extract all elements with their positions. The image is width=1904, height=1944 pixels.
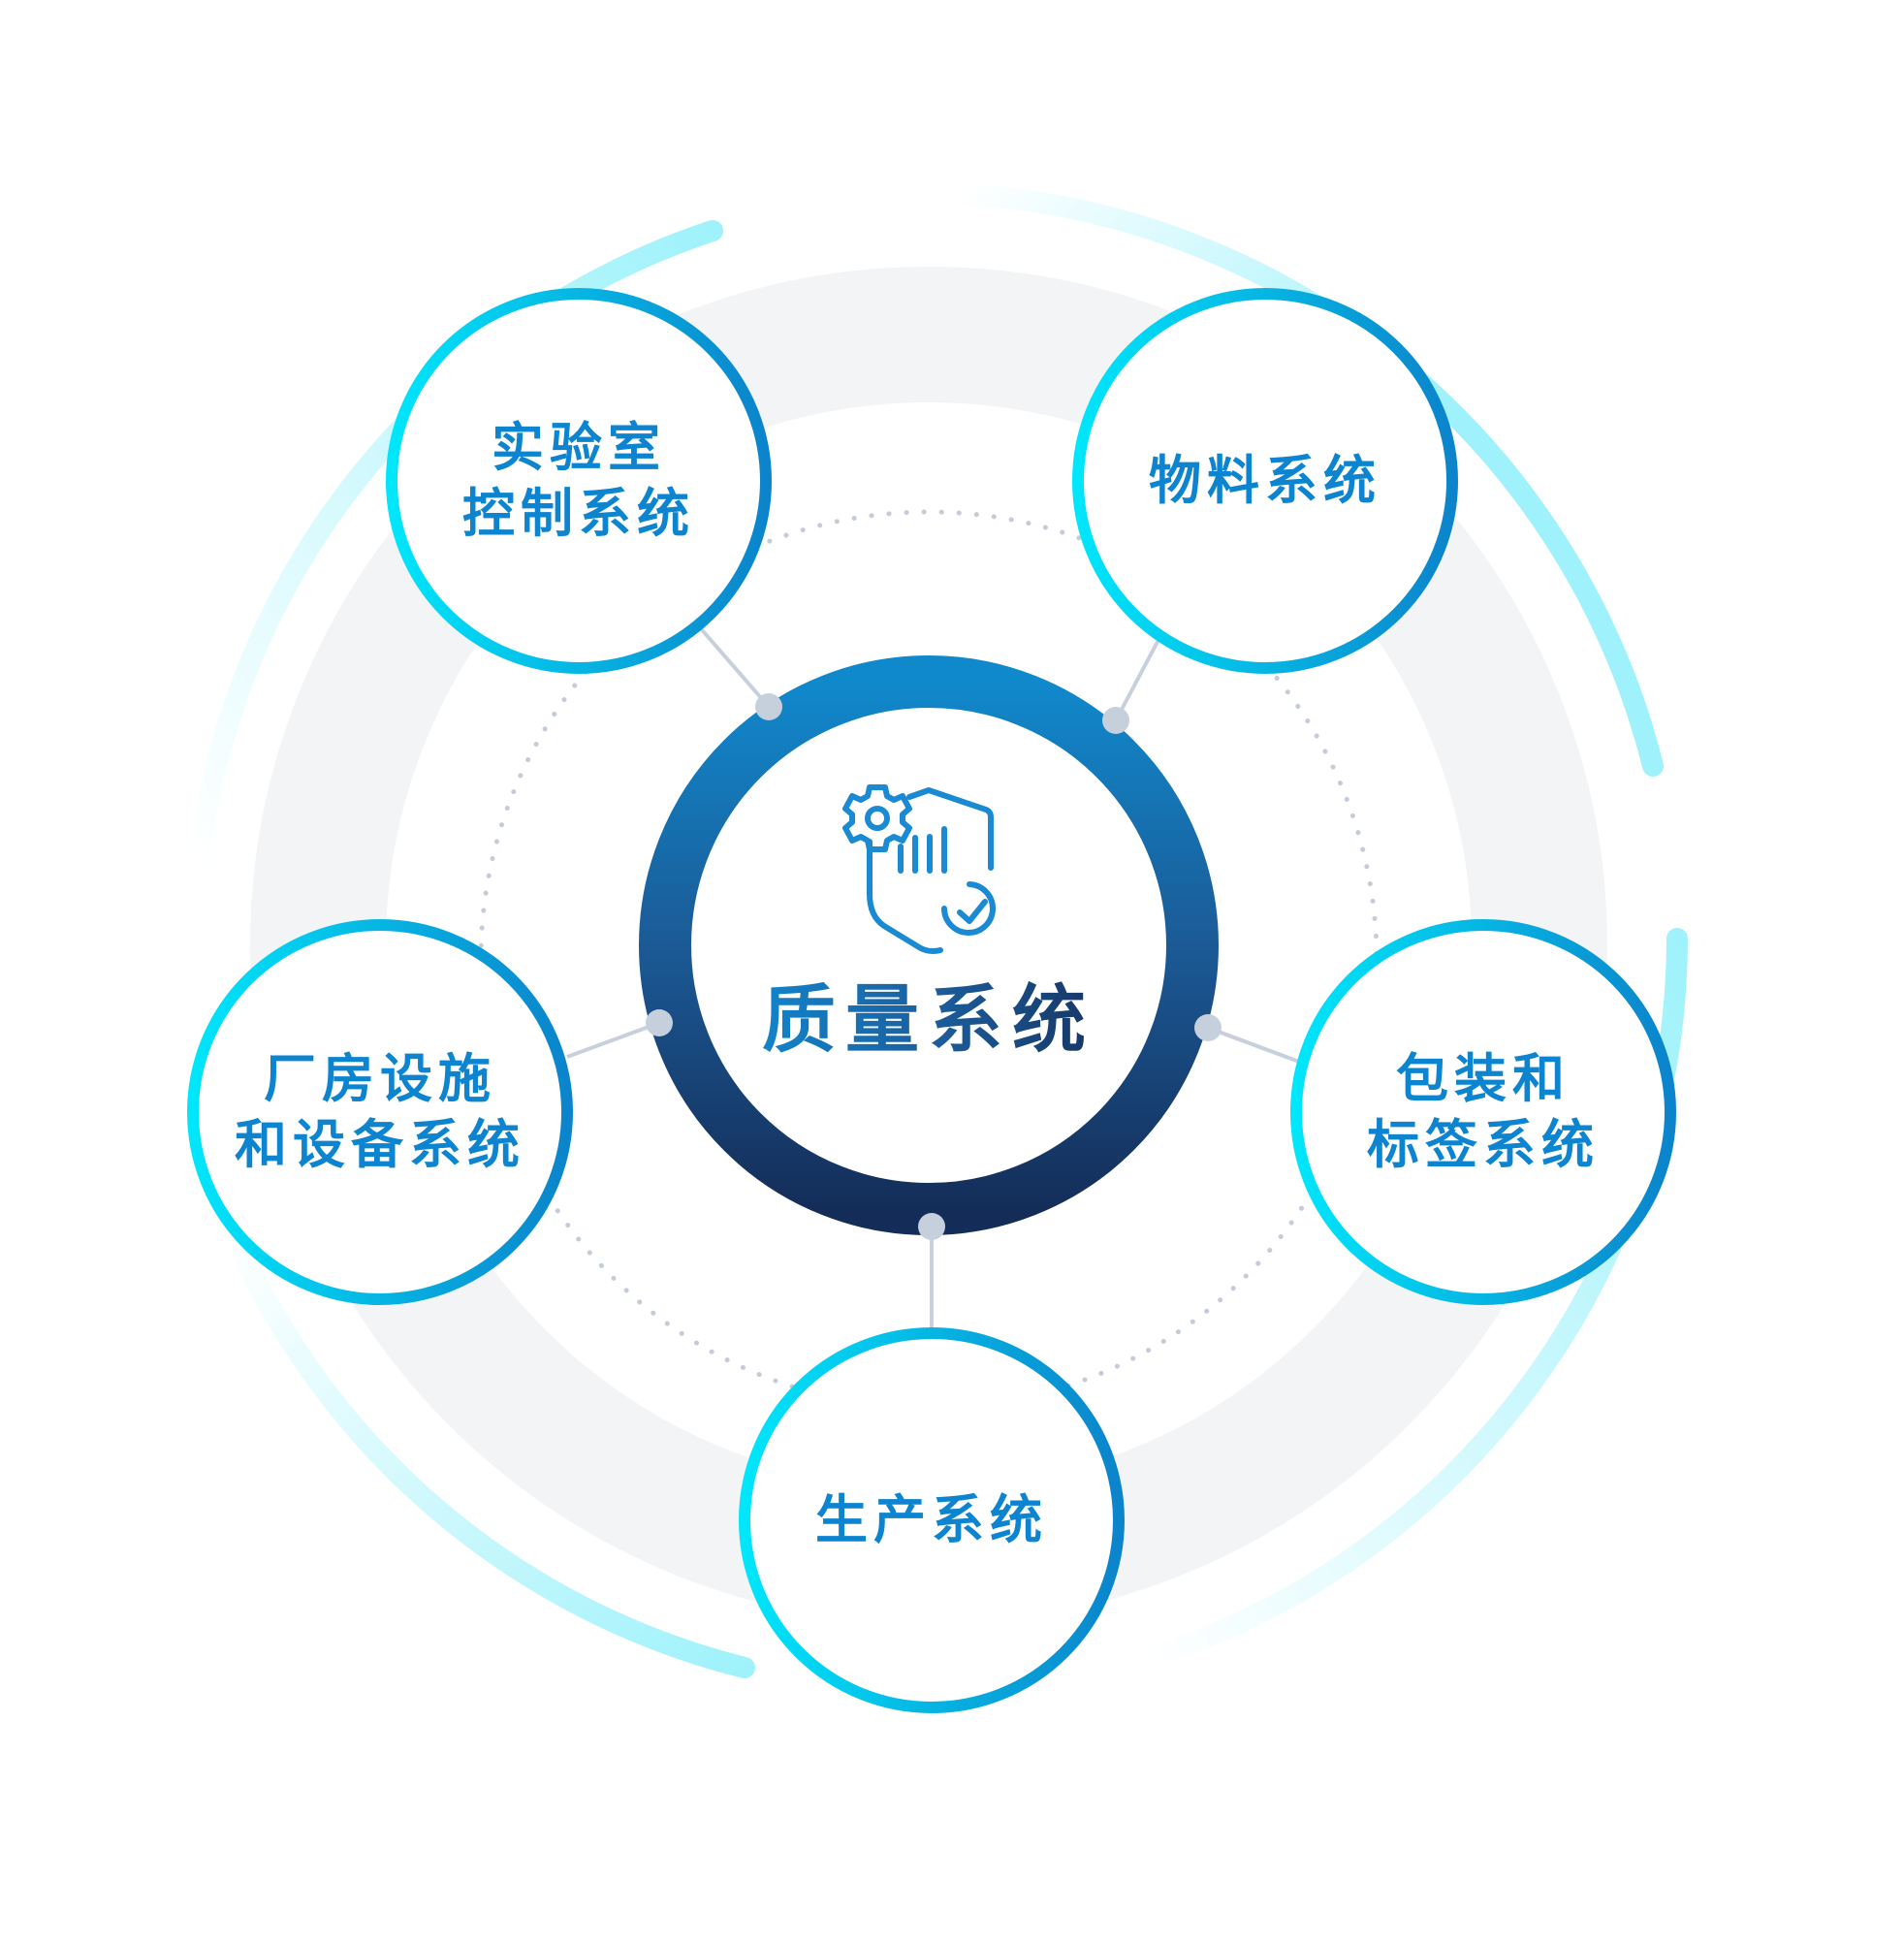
node-lab-label[interactable]: 实验室 控制系统 xyxy=(414,316,744,646)
node-lab[interactable] xyxy=(386,288,772,674)
connector-dot-packaging xyxy=(1194,1014,1222,1041)
node-packaging-line-2: 标签系统 xyxy=(1367,1114,1600,1175)
connector-packaging xyxy=(1207,1026,1300,1064)
node-facilities-line-1: 厂房设施 xyxy=(264,1048,496,1109)
center-title: 质量系统 xyxy=(762,960,1095,1067)
node-packaging-line-1: 包装和 xyxy=(1396,1048,1571,1109)
outer-arc-top-left xyxy=(188,220,723,874)
node-lab-ring xyxy=(386,288,772,674)
node-lab-line-2: 控制系统 xyxy=(462,483,695,544)
node-facilities-ring xyxy=(187,919,573,1305)
node-packaging-ring xyxy=(1290,919,1676,1305)
connector-lines xyxy=(566,623,1300,1328)
node-material-line-1: 物料系统 xyxy=(1149,450,1381,511)
node-production[interactable] xyxy=(739,1327,1125,1713)
node-production-ring xyxy=(739,1327,1125,1713)
node-material-ring xyxy=(1072,288,1458,674)
connector-dot-lab xyxy=(755,693,782,720)
connector-dot-facilities xyxy=(646,1009,673,1036)
node-facilities-line-2: 和设备系统 xyxy=(235,1114,525,1175)
node-production-label[interactable]: 生产系统 xyxy=(767,1355,1096,1685)
connector-material xyxy=(1114,639,1160,721)
node-material-label[interactable]: 物料系统 xyxy=(1100,316,1430,646)
node-production-line-1: 生产系统 xyxy=(815,1489,1048,1550)
center-ring xyxy=(639,655,1219,1235)
node-packaging[interactable] xyxy=(1290,919,1676,1305)
connector-dot-material xyxy=(1102,707,1129,734)
connector-lab xyxy=(696,623,771,709)
shield-gear-chart-check-icon xyxy=(842,784,996,954)
node-packaging-label[interactable]: 包装和 标签系统 xyxy=(1318,947,1648,1277)
connector-dot-production xyxy=(918,1213,945,1240)
connector-facilities xyxy=(566,1021,660,1059)
node-facilities[interactable] xyxy=(187,919,573,1305)
outer-arc-bottom-left xyxy=(222,1221,755,1678)
node-facilities-label[interactable]: 厂房设施 和设备系统 xyxy=(215,947,545,1277)
connector-dots xyxy=(646,693,1222,1240)
node-lab-line-1: 实验室 xyxy=(492,417,666,478)
node-material[interactable] xyxy=(1072,288,1458,674)
